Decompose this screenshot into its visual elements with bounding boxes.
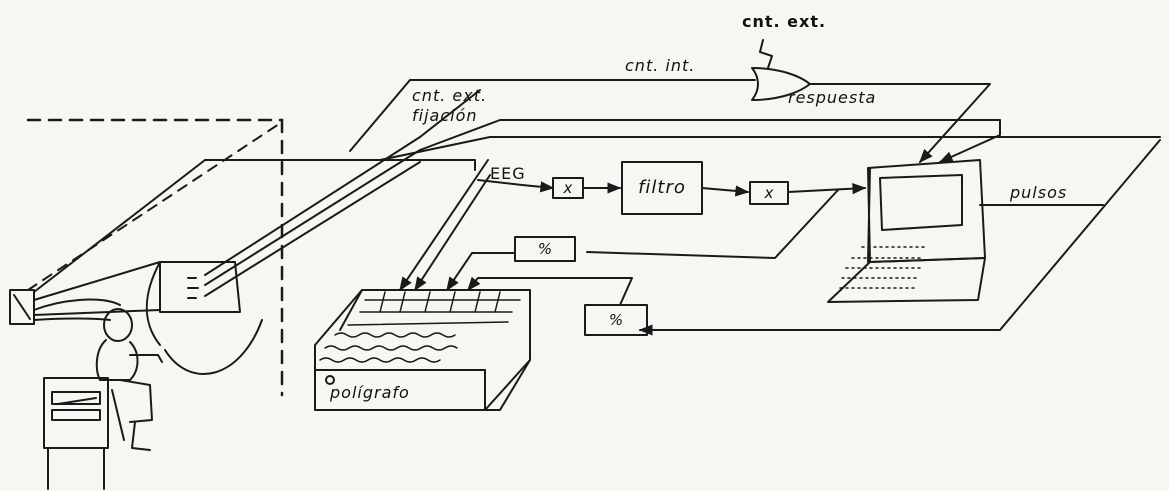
label-respuesta: respuesta: [788, 90, 876, 106]
label-poligrafo: polígrafo: [330, 385, 410, 401]
projector: [10, 290, 34, 324]
label-cnt-ext-top: cnt. ext.: [742, 14, 826, 30]
label-cnt-int: cnt. int.: [625, 58, 695, 74]
label-mult-1: x: [553, 178, 583, 198]
label-pulsos: pulsos: [1010, 185, 1067, 201]
label-pct-2: %: [585, 305, 647, 335]
dashed-projection-line: [28, 122, 282, 290]
mult2-to-computer: [788, 188, 865, 192]
chair-sketch: [44, 378, 124, 489]
projection-beam: [34, 160, 475, 315]
computer-terminal: [828, 160, 985, 302]
label-fijacion: fijación: [412, 108, 478, 124]
cnt-int-line: [350, 80, 755, 151]
pct1-to-poligrafo: [447, 253, 515, 290]
label-eeg: EEG: [490, 166, 526, 182]
respuesta-line: [940, 120, 1000, 162]
label-pct-1: %: [515, 237, 575, 261]
label-cnt-ext-left: cnt. ext.: [412, 88, 487, 104]
input-lines: [400, 160, 490, 290]
label-mult-2: x: [750, 182, 788, 204]
pct2-to-poligrafo: [468, 278, 632, 305]
filtro-to-mult2: [702, 188, 748, 192]
label-filtro: filtro: [622, 162, 702, 214]
